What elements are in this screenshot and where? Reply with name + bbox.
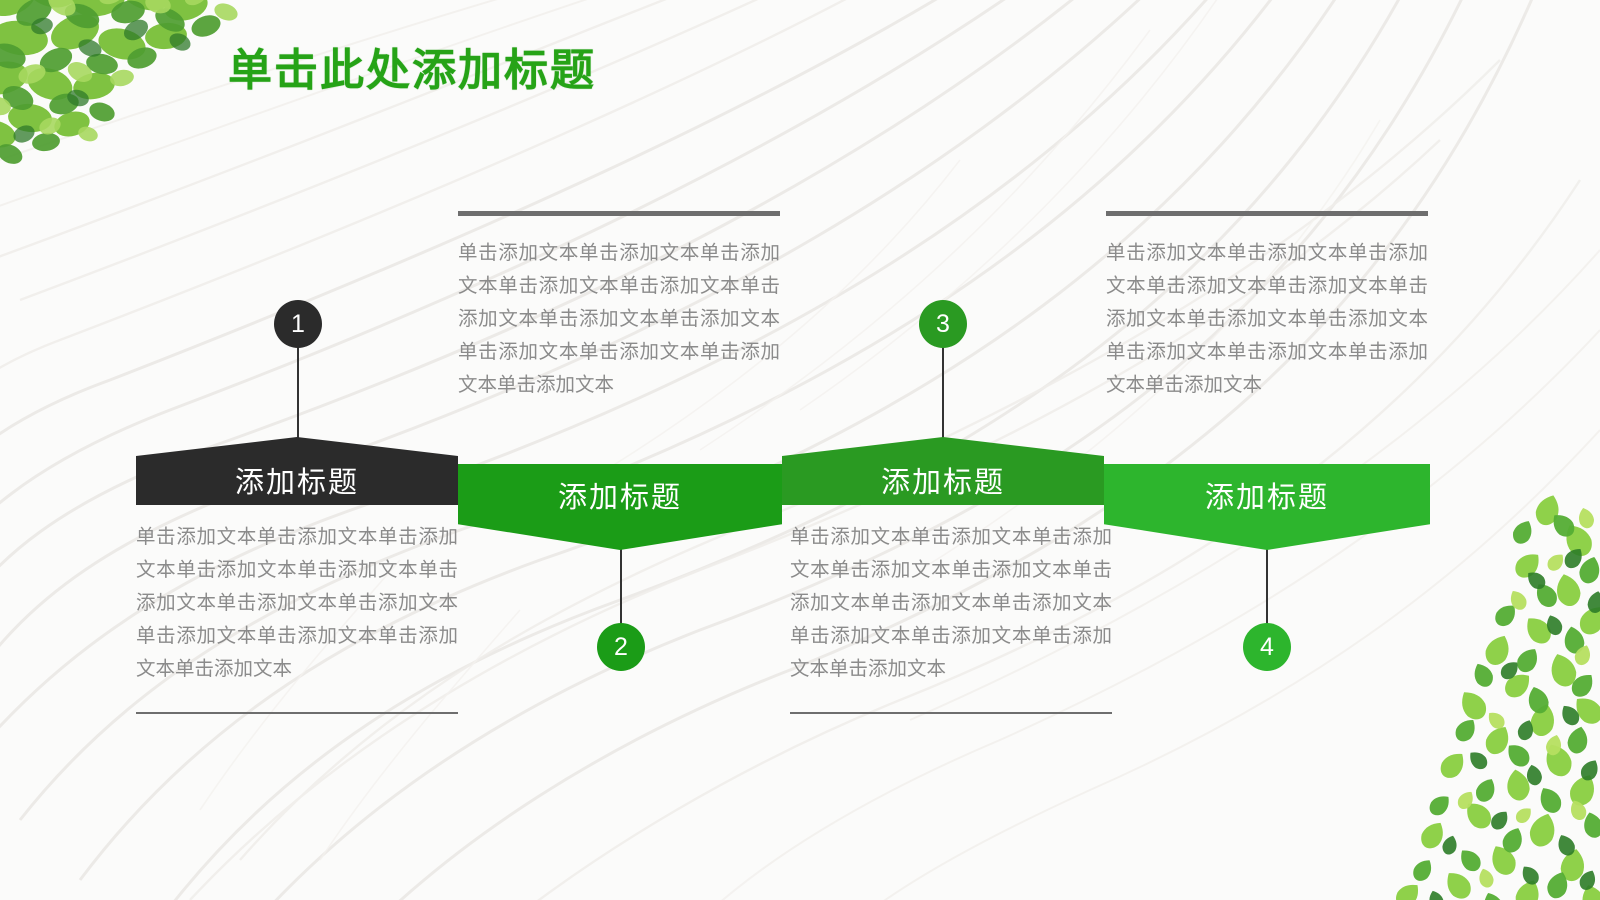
body-text-1: 单击添加文本单击添加文本单击添加文本单击添加文本单击添加文本单击添加文本单击添加… bbox=[136, 526, 458, 680]
divider-rule-top-4 bbox=[1106, 211, 1428, 216]
divider-rule-top-2 bbox=[458, 211, 780, 216]
step-number-label-4: 4 bbox=[1260, 632, 1274, 661]
step-number-badge-1[interactable]: 1 bbox=[274, 300, 322, 348]
banner-chevron-3[interactable]: 添加标题 bbox=[782, 437, 1104, 505]
banner-chevron-1[interactable]: 添加标题 bbox=[136, 437, 458, 505]
body-text-3: 单击添加文本单击添加文本单击添加文本单击添加文本单击添加文本单击添加文本单击添加… bbox=[790, 526, 1112, 680]
banner-label-3: 添加标题 bbox=[880, 466, 1005, 499]
banner-label-2: 添加标题 bbox=[557, 481, 682, 514]
step-number-badge-3[interactable]: 3 bbox=[919, 300, 967, 348]
step-number-label-2: 2 bbox=[614, 632, 628, 661]
text-block-2: 单击添加文本单击添加文本单击添加文本单击添加文本单击添加文本单击添加文本单击添加… bbox=[458, 211, 780, 402]
step-number-label-3: 3 bbox=[936, 309, 950, 338]
divider-rule-bottom-1 bbox=[136, 712, 458, 714]
text-block-1: 单击添加文本单击添加文本单击添加文本单击添加文本单击添加文本单击添加文本单击添加… bbox=[136, 521, 458, 714]
body-text-4: 单击添加文本单击添加文本单击添加文本单击添加文本单击添加文本单击添加文本单击添加… bbox=[1106, 242, 1428, 396]
banner-chevron-4[interactable]: 添加标题 bbox=[1104, 464, 1430, 550]
text-block-4: 单击添加文本单击添加文本单击添加文本单击添加文本单击添加文本单击添加文本单击添加… bbox=[1106, 211, 1428, 402]
body-text-2: 单击添加文本单击添加文本单击添加文本单击添加文本单击添加文本单击添加文本单击添加… bbox=[458, 242, 780, 396]
page-title: 单击此处添加标题 bbox=[228, 46, 596, 95]
text-block-3: 单击添加文本单击添加文本单击添加文本单击添加文本单击添加文本单击添加文本单击添加… bbox=[790, 521, 1112, 714]
step-number-label-1: 1 bbox=[291, 309, 305, 338]
divider-rule-bottom-3 bbox=[790, 712, 1112, 714]
banner-label-1: 添加标题 bbox=[234, 466, 359, 499]
banner-chevron-2[interactable]: 添加标题 bbox=[458, 464, 782, 550]
step-number-badge-4[interactable]: 4 bbox=[1243, 623, 1291, 671]
step-number-badge-2[interactable]: 2 bbox=[597, 623, 645, 671]
leaf-bush-decoration-bottom-right bbox=[1391, 491, 1600, 900]
banner-label-4: 添加标题 bbox=[1204, 481, 1329, 514]
